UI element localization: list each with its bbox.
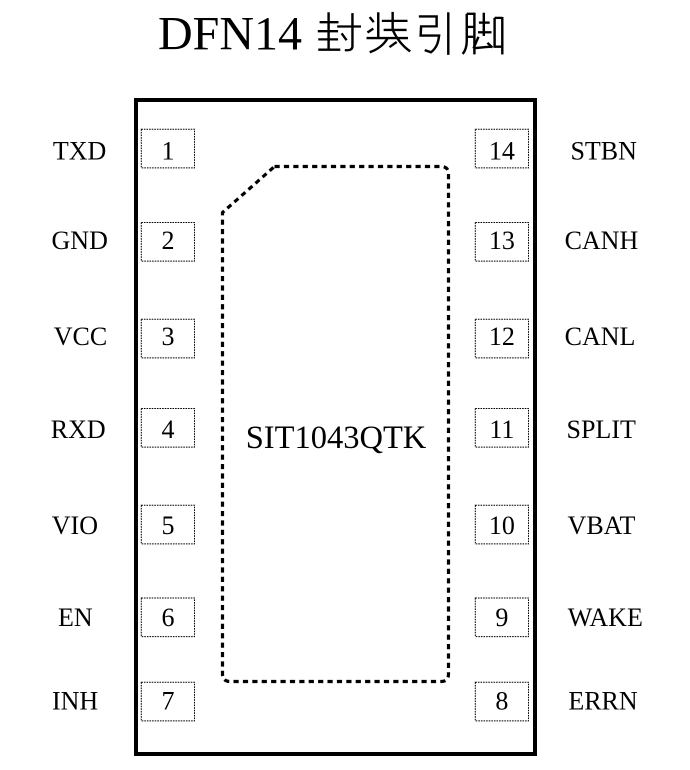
svg-text:5: 5 [162,511,175,540]
svg-text:6: 6 [162,603,175,632]
svg-text:EN: EN [58,603,93,632]
svg-text:WAKE: WAKE [568,603,643,632]
svg-text:3: 3 [162,322,175,351]
svg-text:VBAT: VBAT [568,511,636,540]
svg-text:RXD: RXD [51,415,106,444]
svg-text:STBN: STBN [570,136,637,165]
svg-text:4: 4 [162,415,175,444]
svg-text:VCC: VCC [54,322,107,351]
svg-text:DFN14: DFN14 [158,8,302,61]
svg-text:9: 9 [495,603,508,632]
svg-text:INH: INH [52,686,98,715]
svg-text:12: 12 [489,322,515,351]
svg-text:8: 8 [495,686,508,715]
svg-text:VIO: VIO [52,511,98,540]
svg-text:7: 7 [162,686,175,715]
svg-text:11: 11 [489,415,514,444]
svg-text:1: 1 [162,136,175,165]
svg-text:SPLIT: SPLIT [567,415,636,444]
svg-text:GND: GND [52,226,108,255]
svg-text:TXD: TXD [53,136,106,165]
svg-text:14: 14 [489,136,515,165]
svg-text:CANH: CANH [565,226,639,255]
svg-text:10: 10 [489,511,515,540]
svg-text:ERRN: ERRN [568,686,638,715]
svg-text:CANL: CANL [565,322,636,351]
svg-text:2: 2 [162,226,175,255]
svg-text:SIT1043QTK: SIT1043QTK [246,420,427,456]
svg-text:13: 13 [489,226,515,255]
